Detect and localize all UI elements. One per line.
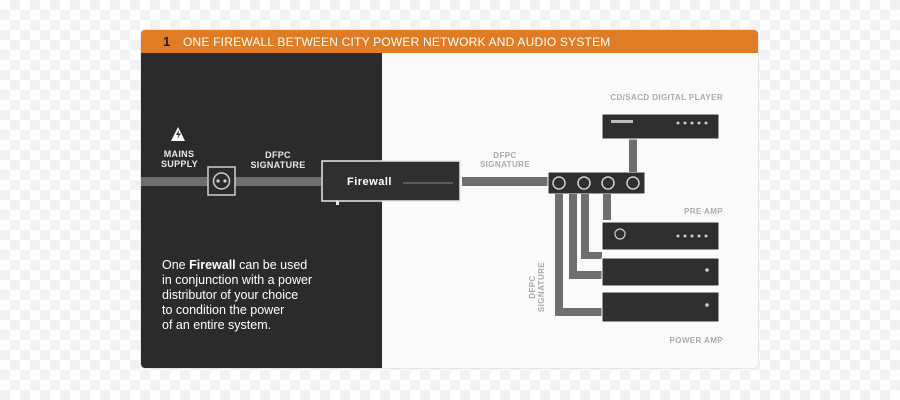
cd-player-label: CD/SACD DIGITAL PLAYER [610, 93, 723, 102]
firewall-device [321, 160, 461, 205]
step-number: 1 [163, 34, 171, 49]
description-line3: distributor of your choice [162, 288, 299, 302]
dfpc-label-vertical-line1: DFPC [528, 275, 537, 299]
description-line4: to condition the power [162, 303, 285, 317]
connection-diagram [141, 113, 720, 323]
description-bold-firewall: Firewall [189, 258, 236, 272]
dark-section [141, 53, 382, 368]
mains-supply-label: MAINS SUPPLY [161, 149, 198, 169]
cd-player-device [601, 113, 720, 140]
power-distributor [547, 171, 646, 195]
diagram-panel: 1 ONE FIREWALL BETWEEN CITY POWER NETWOR… [141, 30, 758, 368]
header-bar: 1 ONE FIREWALL BETWEEN CITY POWER NETWOR… [141, 30, 758, 53]
dfpc-label-left-line1: DFPC [265, 150, 291, 160]
description-line5: of an entire system. [162, 318, 272, 332]
pre-amp-label: PRE AMP [684, 207, 723, 216]
pre-amp-device [601, 221, 720, 251]
mains-supply-label-line1: MAINS [163, 149, 195, 159]
header-title: ONE FIREWALL BETWEEN CITY POWER NETWORK … [183, 35, 611, 49]
lightning-warning-icon [171, 127, 185, 141]
description-line2: in conjunction with a power [162, 273, 313, 287]
power-amp-device-2 [601, 291, 720, 323]
cable-firewall-to-distributor [462, 177, 549, 186]
description-line1-rest: can be used [235, 258, 308, 272]
mains-supply-label-line2: SUPPLY [161, 159, 198, 169]
dfpc-label-vertical-line2: SIGNATURE [537, 261, 546, 313]
description-text: One Firewall can be used in conjunction … [162, 258, 362, 333]
dfpc-signature-label-mid: DFPC SIGNATURE [474, 151, 536, 169]
firewall-label: Firewall [347, 176, 392, 188]
power-amp-device-1 [601, 257, 720, 287]
device-cables [555, 139, 637, 316]
dfpc-label-left-line2: SIGNATURE [250, 160, 306, 170]
dfpc-signature-label-left: DFPC SIGNATURE [248, 150, 308, 170]
dfpc-label-mid-line2: SIGNATURE [479, 160, 531, 169]
power-amp-label: POWER AMP [669, 336, 723, 345]
description-prefix: One [162, 258, 190, 272]
dfpc-signature-label-vertical: DFPC SIGNATURE [528, 261, 546, 313]
power-outlet-icon [207, 166, 236, 196]
dfpc-label-mid-line1: DFPC [493, 151, 517, 160]
